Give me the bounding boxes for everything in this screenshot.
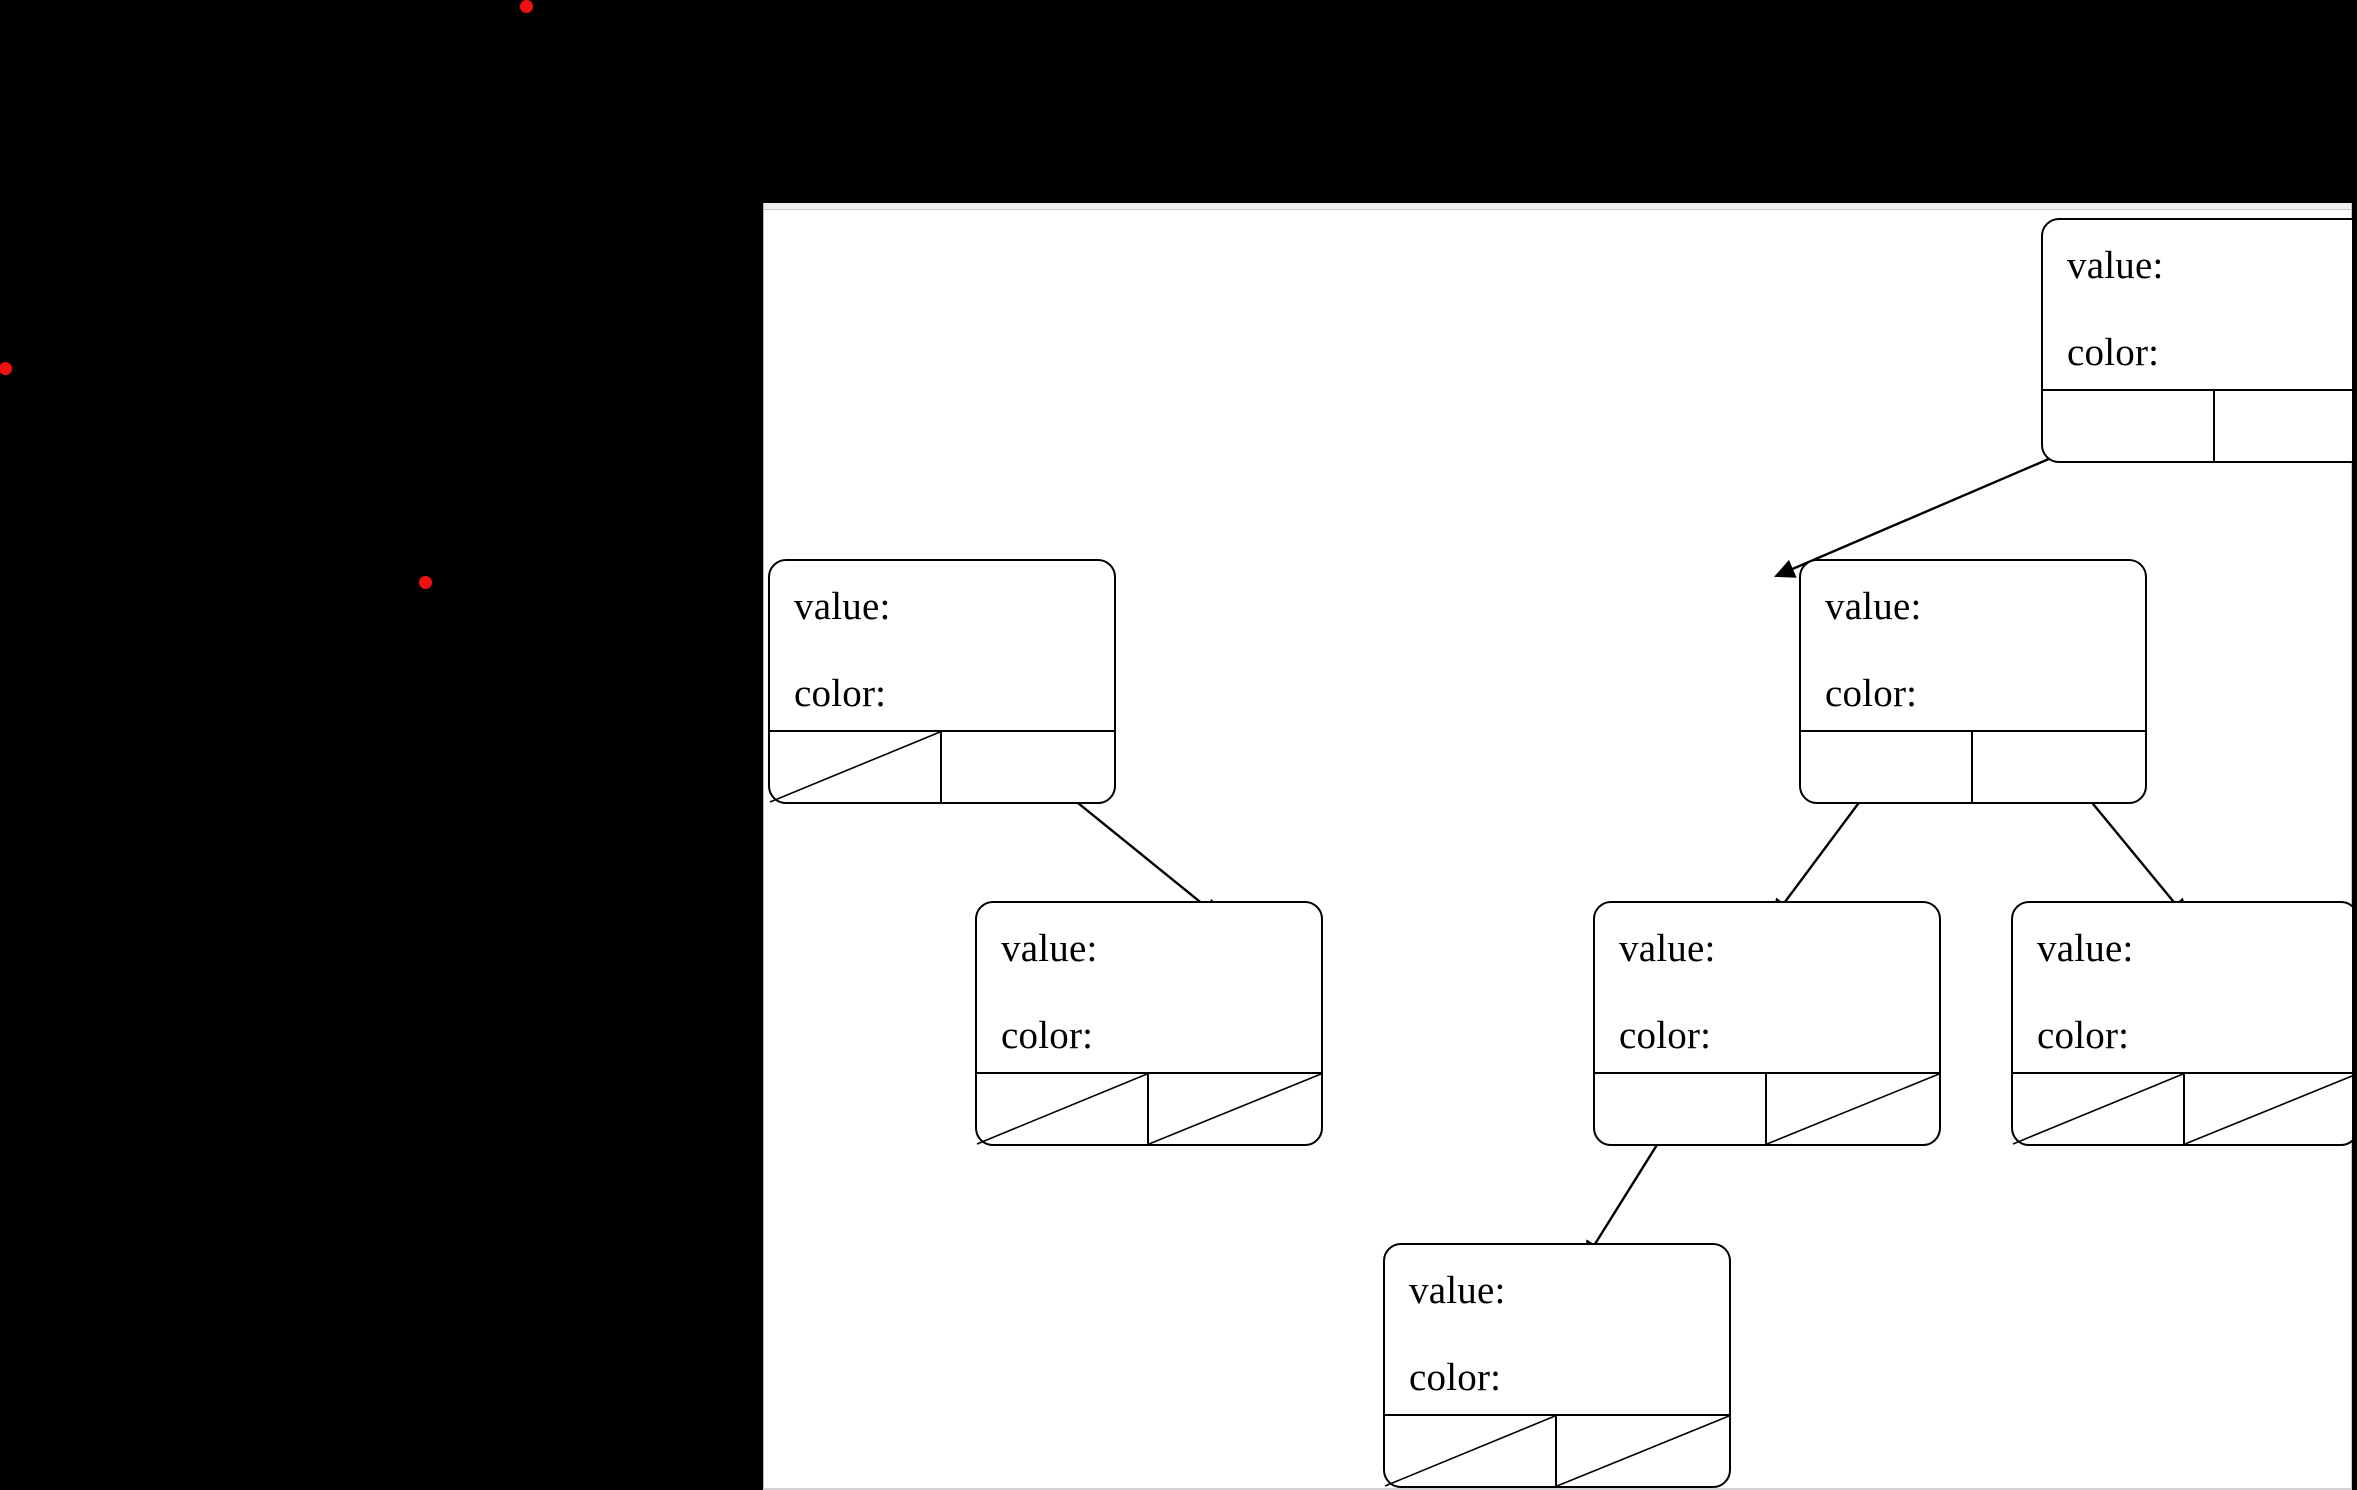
panel-bottom-border: [763, 1488, 2352, 1490]
tree-node-root[interactable]: value: color:: [2041, 218, 2352, 463]
tree-node-left[interactable]: value: color:: [768, 559, 1116, 804]
node-pointer-strip: [770, 730, 1114, 802]
null-pointer-slash-icon: [1767, 1074, 1939, 1144]
node-pointer-strip: [1385, 1414, 1729, 1486]
node-value-label: value:: [1825, 585, 1922, 628]
node-left-pointer-cell-null[interactable]: [1385, 1416, 1557, 1486]
panel-left-border: [763, 203, 764, 1490]
node-color-label: color:: [2067, 331, 2160, 374]
node-pointer-strip: [977, 1072, 1321, 1144]
node-right-pointer-cell-null[interactable]: [2185, 1074, 2352, 1144]
node-color-label: color:: [794, 672, 887, 715]
null-pointer-slash-icon: [770, 732, 940, 802]
null-pointer-slash-icon: [1149, 1074, 1321, 1144]
node-value-label: value:: [1001, 927, 1098, 970]
node-left-pointer-cell-null[interactable]: [977, 1074, 1149, 1144]
node-value-label: value:: [794, 585, 891, 628]
tree-node-left-right[interactable]: value: color:: [975, 901, 1323, 1146]
null-pointer-slash-icon: [1557, 1416, 1729, 1486]
node-pointer-strip: [2043, 389, 2352, 461]
null-pointer-slash-icon: [2185, 1074, 2352, 1144]
node-color-label: color:: [1001, 1014, 1094, 1057]
node-right-pointer-cell-null[interactable]: [1557, 1416, 1729, 1486]
node-pointer-strip: [2013, 1072, 2352, 1144]
marker-dot-3: [419, 576, 432, 589]
node-left-pointer-cell[interactable]: [1595, 1074, 1767, 1144]
node-right-pointer-cell[interactable]: [942, 732, 1114, 802]
node-left-pointer-cell[interactable]: [1801, 732, 1973, 802]
marker-dot-1: [520, 0, 533, 13]
node-left-pointer-cell-null[interactable]: [770, 732, 942, 802]
node-pointer-strip: [1801, 730, 2145, 802]
node-body: value: color:: [2043, 220, 2352, 461]
node-color-label: color:: [1619, 1014, 1712, 1057]
node-body: value: color:: [1385, 1245, 1729, 1486]
node-body: value: color:: [2013, 903, 2352, 1144]
node-value-label: value:: [2067, 244, 2164, 287]
node-right-pointer-cell-null[interactable]: [1149, 1074, 1321, 1144]
panel-top-divider: [763, 209, 2352, 210]
tree-node-right[interactable]: value: color:: [1799, 559, 2147, 804]
node-body: value: color:: [1801, 561, 2145, 802]
node-left-pointer-cell[interactable]: [2043, 391, 2215, 461]
node-left-pointer-cell-null[interactable]: [2013, 1074, 2185, 1144]
node-body: value: color:: [770, 561, 1114, 802]
node-body: value: color:: [977, 903, 1321, 1144]
node-pointer-strip: [1595, 1072, 1939, 1144]
panel-top-bar: [763, 203, 2352, 209]
panel-right-border: [2351, 203, 2352, 1490]
node-color-label: color:: [1825, 672, 1918, 715]
node-body: value: color:: [1595, 903, 1939, 1144]
node-value-label: value:: [2037, 927, 2134, 970]
node-value-label: value:: [1619, 927, 1716, 970]
null-pointer-slash-icon: [2013, 1074, 2183, 1144]
node-value-label: value:: [1409, 1269, 1506, 1312]
tree-node-right-left[interactable]: value: color:: [1593, 901, 1941, 1146]
null-pointer-slash-icon: [977, 1074, 1147, 1144]
node-color-label: color:: [1409, 1356, 1502, 1399]
tree-node-deep[interactable]: value: color:: [1383, 1243, 1731, 1488]
null-pointer-slash-icon: [1385, 1416, 1555, 1486]
diagram-viewport[interactable]: value: color: value: color:: [763, 203, 2352, 1490]
node-right-pointer-cell[interactable]: [1973, 732, 2145, 802]
node-right-pointer-cell[interactable]: [2215, 391, 2352, 461]
tree-node-right-right[interactable]: value: color:: [2011, 901, 2352, 1146]
node-right-pointer-cell-null[interactable]: [1767, 1074, 1939, 1144]
node-color-label: color:: [2037, 1014, 2130, 1057]
marker-dot-2: [0, 362, 12, 375]
